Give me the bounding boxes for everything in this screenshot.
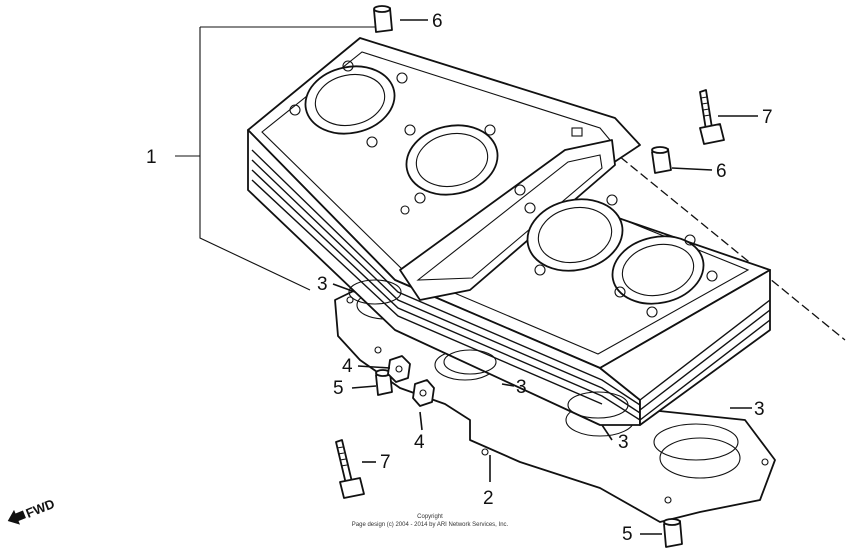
- callout-7-right: 7: [762, 107, 773, 128]
- callout-labels: 1 2 3 3 3 3 4 4 5 5 6 6 7 7: [146, 11, 773, 545]
- cooling-fins: [251, 149, 771, 421]
- nut-4-upper: [387, 355, 411, 383]
- fwd-indicator: FWD: [7, 496, 57, 525]
- callout-5-bottom: 5: [622, 524, 633, 545]
- copyright-line-1: Copyright: [417, 514, 443, 520]
- dowel-pin-6-top: [373, 5, 393, 33]
- stud-holes: [289, 60, 718, 318]
- bolt-7-right: [699, 89, 725, 145]
- callout-7-left: 7: [380, 452, 391, 473]
- callout-2: 2: [483, 488, 494, 509]
- cylinder-block: [247, 37, 771, 426]
- fwd-label: FWD: [24, 496, 57, 521]
- nut-4-lower: [412, 379, 435, 407]
- copyright-line-2: Page design (c) 2004 - 2014 by ARI Netwo…: [352, 522, 509, 528]
- callout-3-lower: 3: [618, 432, 629, 453]
- dowel-pin-5-bottom: [663, 518, 683, 548]
- leader-lines: [332, 19, 758, 535]
- copyright-notice: Copyright Page design (c) 2004 - 2014 by…: [352, 514, 509, 528]
- dowel-pin-5-left: [375, 369, 393, 396]
- callout-4-upper: 4: [342, 356, 353, 377]
- callout-6-top: 6: [432, 11, 443, 32]
- callout-3-left: 3: [317, 274, 328, 295]
- dowel-pin-6-right: [651, 146, 672, 174]
- bolt-7-left: [335, 439, 365, 499]
- part-1-bracket: [175, 26, 846, 341]
- o-rings: [348, 279, 739, 461]
- cylinder-bores: [304, 65, 705, 305]
- callout-3-right: 3: [754, 399, 765, 420]
- callout-1: 1: [146, 147, 157, 168]
- forward-arrow-icon: [7, 509, 26, 525]
- callout-6-right: 6: [716, 161, 727, 182]
- callout-5-left: 5: [333, 378, 344, 399]
- callout-3-center: 3: [516, 377, 527, 398]
- callout-4-lower: 4: [414, 432, 425, 453]
